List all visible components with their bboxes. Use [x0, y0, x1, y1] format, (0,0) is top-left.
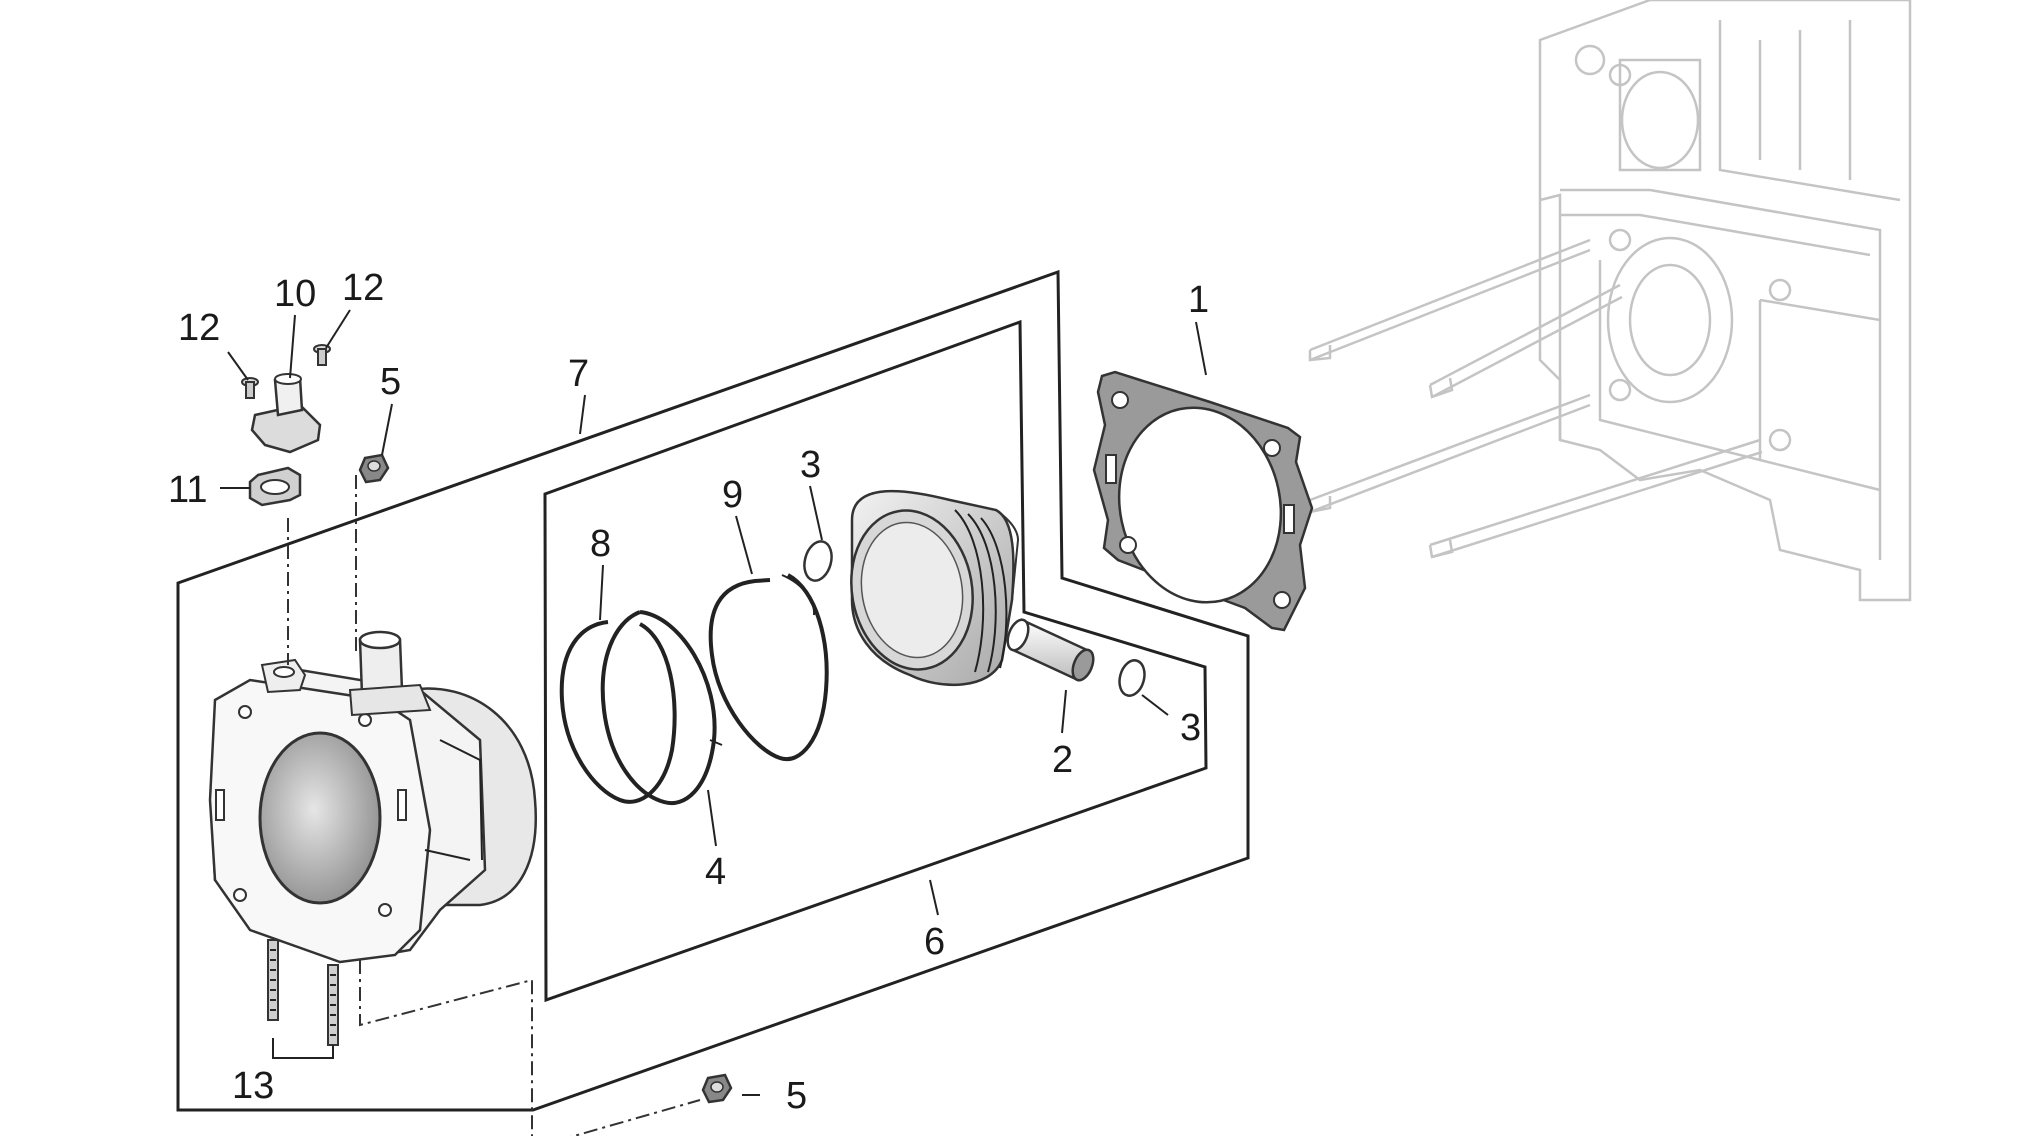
callout-11: 11 — [168, 469, 207, 511]
circlip-upper — [803, 540, 833, 582]
callout-8: 8 — [590, 523, 611, 565]
callout-6: 6 — [924, 921, 945, 963]
callout-1: 1 — [1188, 279, 1209, 321]
cylinder — [208, 630, 537, 964]
leader-lines — [220, 309, 1207, 1096]
callout-5-upper: 5 — [380, 361, 401, 403]
circlip-lower — [1118, 659, 1146, 697]
piston-ring-top — [708, 573, 829, 762]
callout-3-lower: 3 — [1180, 707, 1201, 749]
callout-5-lower: 5 — [786, 1075, 807, 1117]
callout-3-upper: 3 — [800, 444, 821, 486]
callout-13: 13 — [232, 1065, 274, 1107]
tensioner-cover — [250, 373, 322, 454]
piston-ring-second — [600, 610, 717, 806]
kit-outline-cylinder — [176, 269, 1250, 1112]
assembly-lines — [287, 475, 701, 1136]
callout-10: 10 — [274, 273, 316, 315]
plug-upper — [358, 453, 390, 484]
plug-lower — [701, 1073, 733, 1104]
piston-pin — [1006, 618, 1095, 682]
base-gasket — [1092, 370, 1314, 632]
piston-ring-oil-a — [559, 620, 677, 804]
callout-12-left: 12 — [178, 307, 220, 349]
ring-gap-mark-2 — [709, 739, 723, 746]
piston — [850, 489, 1020, 686]
callout-2: 2 — [1052, 739, 1073, 781]
kit-outline-piston — [543, 319, 1208, 1003]
callout-9: 9 — [722, 474, 743, 516]
callout-12-right: 12 — [342, 267, 384, 309]
callouts: 1 2 3 3 9 8 4 6 7 5 5 11 10 12 12 13 — [168, 267, 1209, 1117]
callout-4: 4 — [705, 851, 726, 893]
crankcase-background — [1308, 0, 1912, 602]
tensioner-gasket-hole — [260, 479, 290, 495]
ring-gap-mark — [781, 574, 816, 616]
callout-7: 7 — [568, 353, 589, 395]
